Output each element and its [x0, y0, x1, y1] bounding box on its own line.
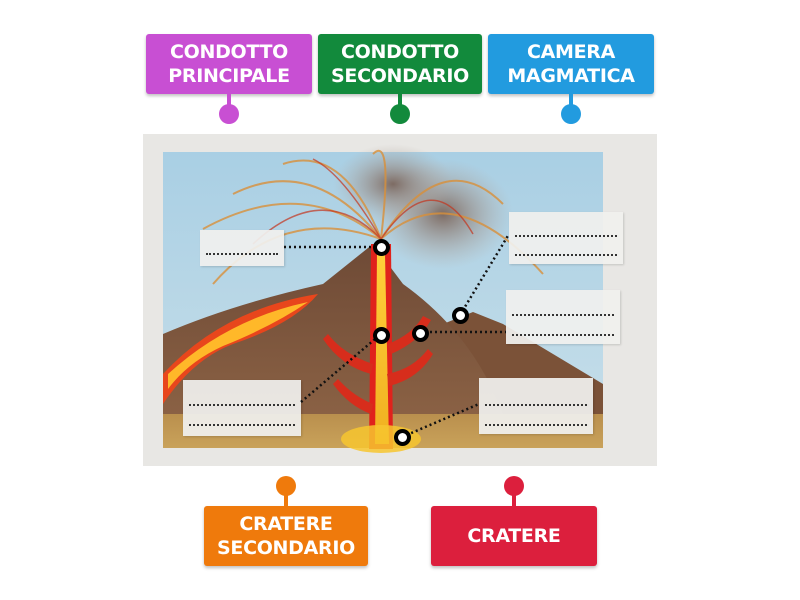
answer-box-3[interactable] — [506, 290, 620, 344]
volcano-diagram-image — [143, 134, 657, 466]
label-stem — [512, 492, 516, 506]
answer-box-4[interactable] — [183, 380, 301, 436]
dotted-line — [189, 404, 295, 406]
dotted-line — [515, 235, 617, 237]
drop-target-4[interactable] — [412, 325, 429, 342]
label-text: CRATERE — [467, 525, 561, 547]
pin-icon[interactable] — [504, 476, 524, 496]
pin-icon[interactable] — [561, 104, 581, 124]
drop-target-1[interactable] — [373, 239, 390, 256]
label-condotto-principale[interactable]: CONDOTTO PRINCIPALE — [146, 34, 312, 124]
drop-target-5[interactable] — [394, 429, 411, 446]
answer-box-1[interactable] — [200, 230, 284, 266]
label-text: CONDOTTO PRINCIPALE — [168, 41, 290, 87]
label-camera-magmatica[interactable]: CAMERA MAGMATICA — [488, 34, 654, 124]
label-text: CAMERA MAGMATICA — [507, 41, 635, 87]
dotted-line — [485, 404, 587, 406]
label-text: CRATERE SECONDARIO — [217, 513, 355, 559]
pin-icon[interactable] — [276, 476, 296, 496]
label-stem — [284, 492, 288, 506]
dotted-line — [512, 334, 614, 336]
label-stem — [569, 94, 573, 108]
label-stem — [227, 94, 231, 108]
label-stem — [398, 94, 402, 108]
dotted-line — [515, 254, 617, 256]
dotted-line — [485, 424, 587, 426]
label-text: CONDOTTO SECONDARIO — [331, 41, 469, 87]
dotted-line — [512, 314, 614, 316]
label-cratere[interactable]: CRATERE — [431, 476, 597, 566]
drop-target-2[interactable] — [452, 307, 469, 324]
label-condotto-secondario[interactable]: CONDOTTO SECONDARIO — [318, 34, 482, 124]
answer-box-5[interactable] — [479, 378, 593, 434]
dotted-line — [189, 424, 295, 426]
pin-icon[interactable] — [390, 104, 410, 124]
drop-target-3[interactable] — [373, 327, 390, 344]
dotted-line — [206, 253, 278, 255]
label-cratere-secondario[interactable]: CRATERE SECONDARIO — [204, 476, 368, 566]
pin-icon[interactable] — [219, 104, 239, 124]
answer-box-2[interactable] — [509, 212, 623, 264]
